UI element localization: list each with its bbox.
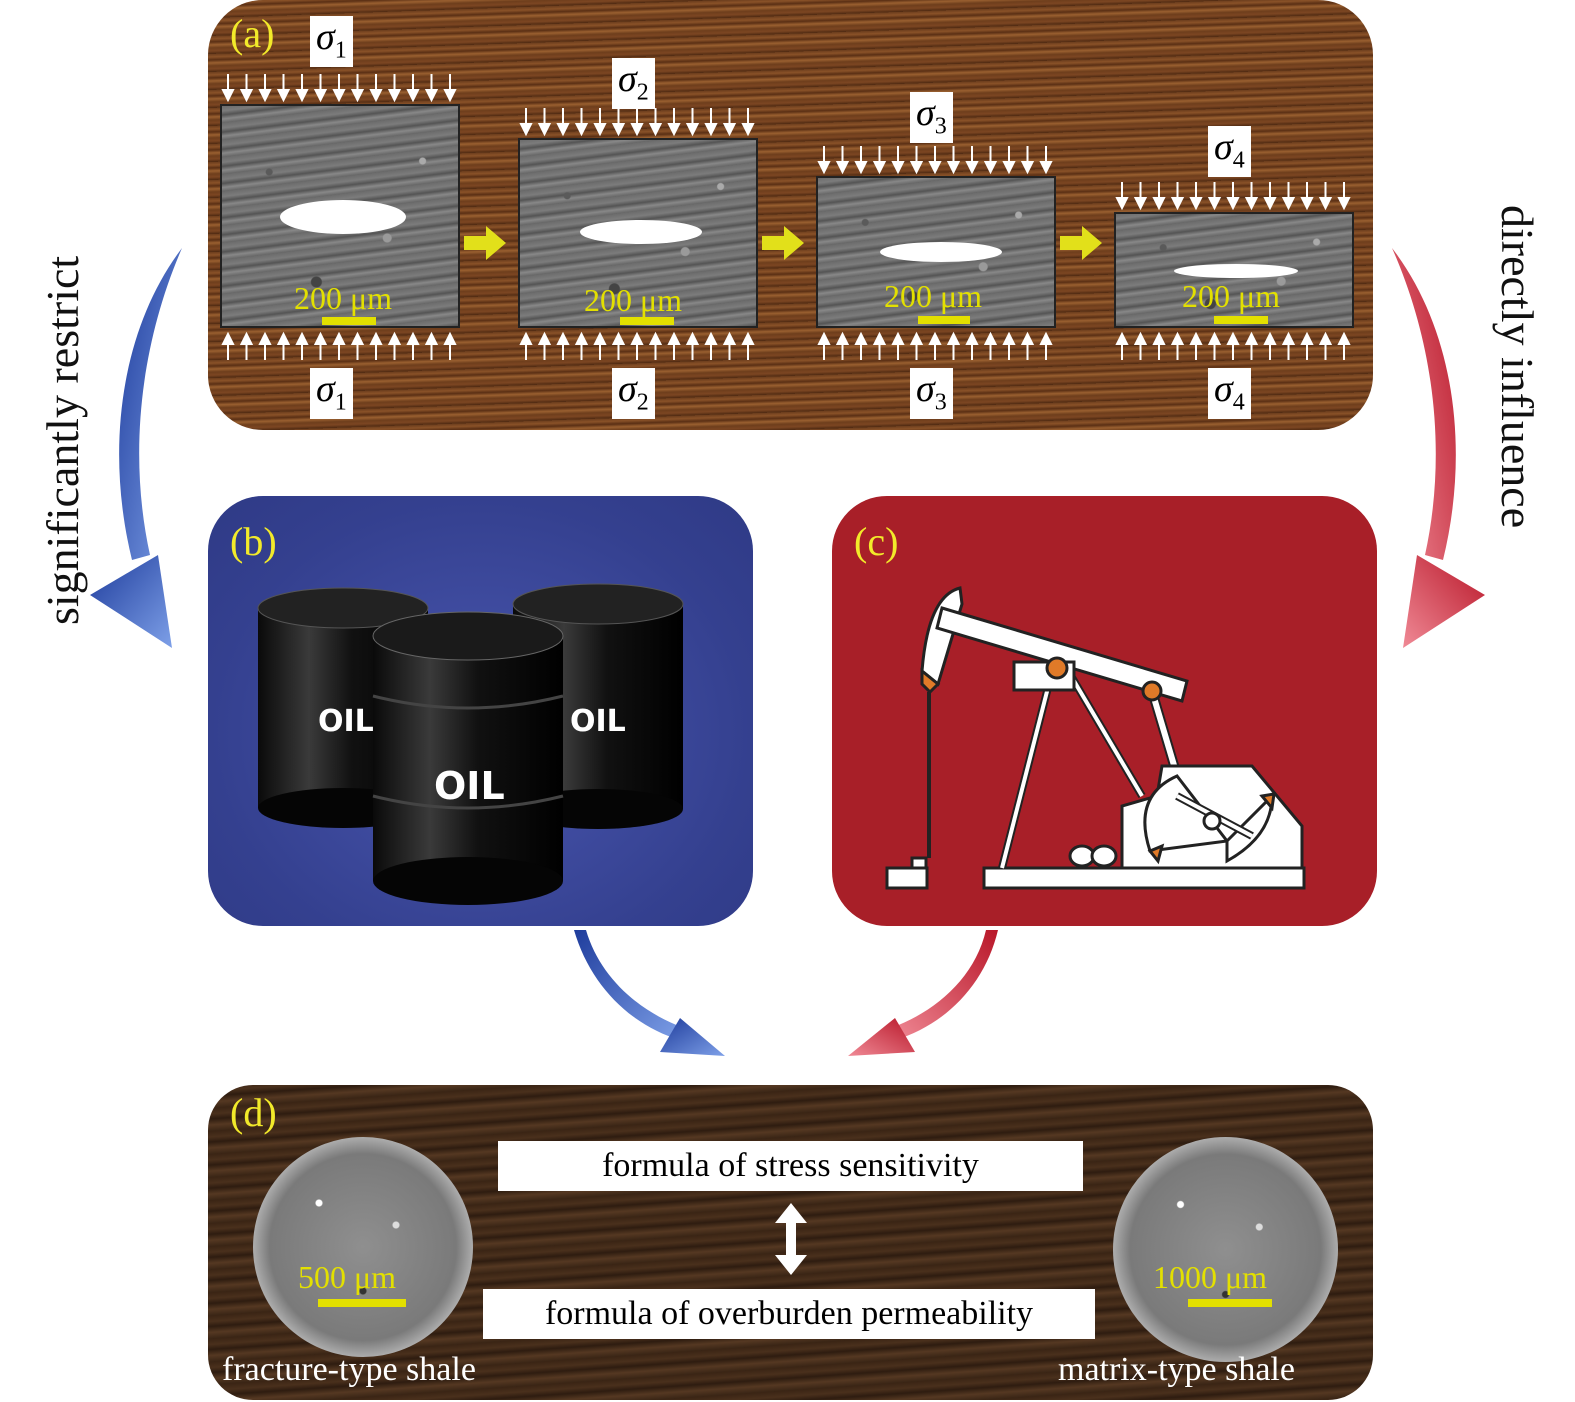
right-scale-label: 1000 μm: [1153, 1259, 1268, 1295]
influence-arrow: [1392, 248, 1456, 560]
stage-arrow-2: [762, 226, 804, 260]
double-arrow: [775, 1203, 807, 1275]
pump-jack-illustration: [885, 586, 1306, 890]
stress-arrows-4-bottom: [1115, 331, 1351, 360]
matrix-shale-sample: [1113, 1137, 1338, 1362]
c-to-d-arrow: [891, 930, 998, 1040]
stress-arrows-3-bottom: [817, 331, 1053, 360]
sigma-1-bottom: σ1: [310, 368, 353, 419]
scale-bar-1: [322, 317, 376, 325]
stress-arrows-4-top: [1115, 182, 1351, 211]
pore-1: [280, 200, 406, 234]
sample-3: 200 μm: [816, 176, 1056, 328]
pore-3: [880, 242, 1002, 262]
scale-label-4: 200 μm: [1182, 278, 1281, 314]
fracture-shale-sample: [253, 1137, 473, 1357]
sigma-2-bottom: σ2: [612, 368, 655, 419]
panel-b-oil-barrels: (b) OIL OIL OIL: [208, 496, 753, 926]
panel-a-tag: (a): [230, 11, 275, 56]
stress-arrows-1-bottom: [221, 331, 457, 360]
stress-arrows-3-top: [817, 146, 1053, 175]
c-to-d-arrowhead: [848, 1018, 915, 1056]
scale-bar-3: [918, 316, 970, 324]
sigma-3-top: σ3: [910, 92, 953, 143]
left-scale-bar: [318, 1299, 406, 1307]
panel-c-pump-jack: (c): [832, 496, 1377, 926]
scale-bar-2: [620, 317, 674, 325]
sample-2: 200 μm: [518, 138, 758, 328]
sigma-4-bottom: σ4: [1208, 368, 1251, 419]
pore-2: [580, 220, 702, 244]
b-to-d-arrowhead: [660, 1018, 725, 1056]
scale-bar-4: [1214, 316, 1268, 324]
stress-arrows-2-top: [519, 108, 755, 137]
right-side-label: directly influence: [1492, 205, 1543, 529]
scale-label-3: 200 μm: [884, 278, 983, 314]
sigma-1-top: σ1: [310, 16, 353, 67]
sigma-2-top: σ2: [612, 58, 655, 109]
panel-b-tag: (b): [230, 519, 277, 564]
barrel-label-right: OIL: [570, 704, 626, 739]
sigma-3-bottom: σ3: [910, 368, 953, 419]
sample-4: 200 μm: [1114, 212, 1354, 328]
right-caption: matrix-type shale: [1058, 1351, 1295, 1388]
left-scale-label: 500 μm: [298, 1259, 397, 1295]
stress-arrows-2-bottom: [519, 331, 755, 360]
scale-label-1: 200 μm: [294, 280, 393, 316]
left-caption: fracture-type shale: [222, 1351, 476, 1388]
barrel-label-left: OIL: [318, 704, 374, 739]
barrel-label-front: OIL: [434, 764, 505, 808]
stress-arrows-1-top: [221, 74, 457, 103]
right-scale-bar: [1188, 1299, 1272, 1307]
panel-c-tag: (c): [854, 519, 899, 564]
stage-arrow-3: [1060, 226, 1102, 260]
oil-barrels-illustration: [257, 583, 684, 905]
panel-d-tag: (d): [230, 1090, 277, 1135]
formula-overburden-permeability: formula of overburden permeability: [483, 1289, 1095, 1339]
panel-a-stress-stages: (a) σ1 200 μm σ1 σ2 200 μm σ2 σ3 200 μm …: [208, 0, 1373, 430]
b-to-d-arrow: [574, 930, 684, 1040]
restrict-arrowhead: [90, 555, 172, 648]
pore-4: [1174, 264, 1298, 278]
panel-d-formulas: (d) 500 μm fracture-type shale formula o…: [208, 1085, 1373, 1400]
formula-stress-sensitivity: formula of stress sensitivity: [498, 1141, 1083, 1191]
influence-arrowhead: [1403, 555, 1485, 648]
restrict-arrow: [119, 248, 182, 560]
sigma-4-top: σ4: [1208, 126, 1251, 177]
barrel-front: [372, 611, 564, 905]
sample-1: 200 μm: [220, 104, 460, 328]
left-side-label: significantly restrict: [37, 255, 88, 625]
scale-label-2: 200 μm: [584, 282, 683, 318]
stage-arrow-1: [464, 226, 506, 260]
